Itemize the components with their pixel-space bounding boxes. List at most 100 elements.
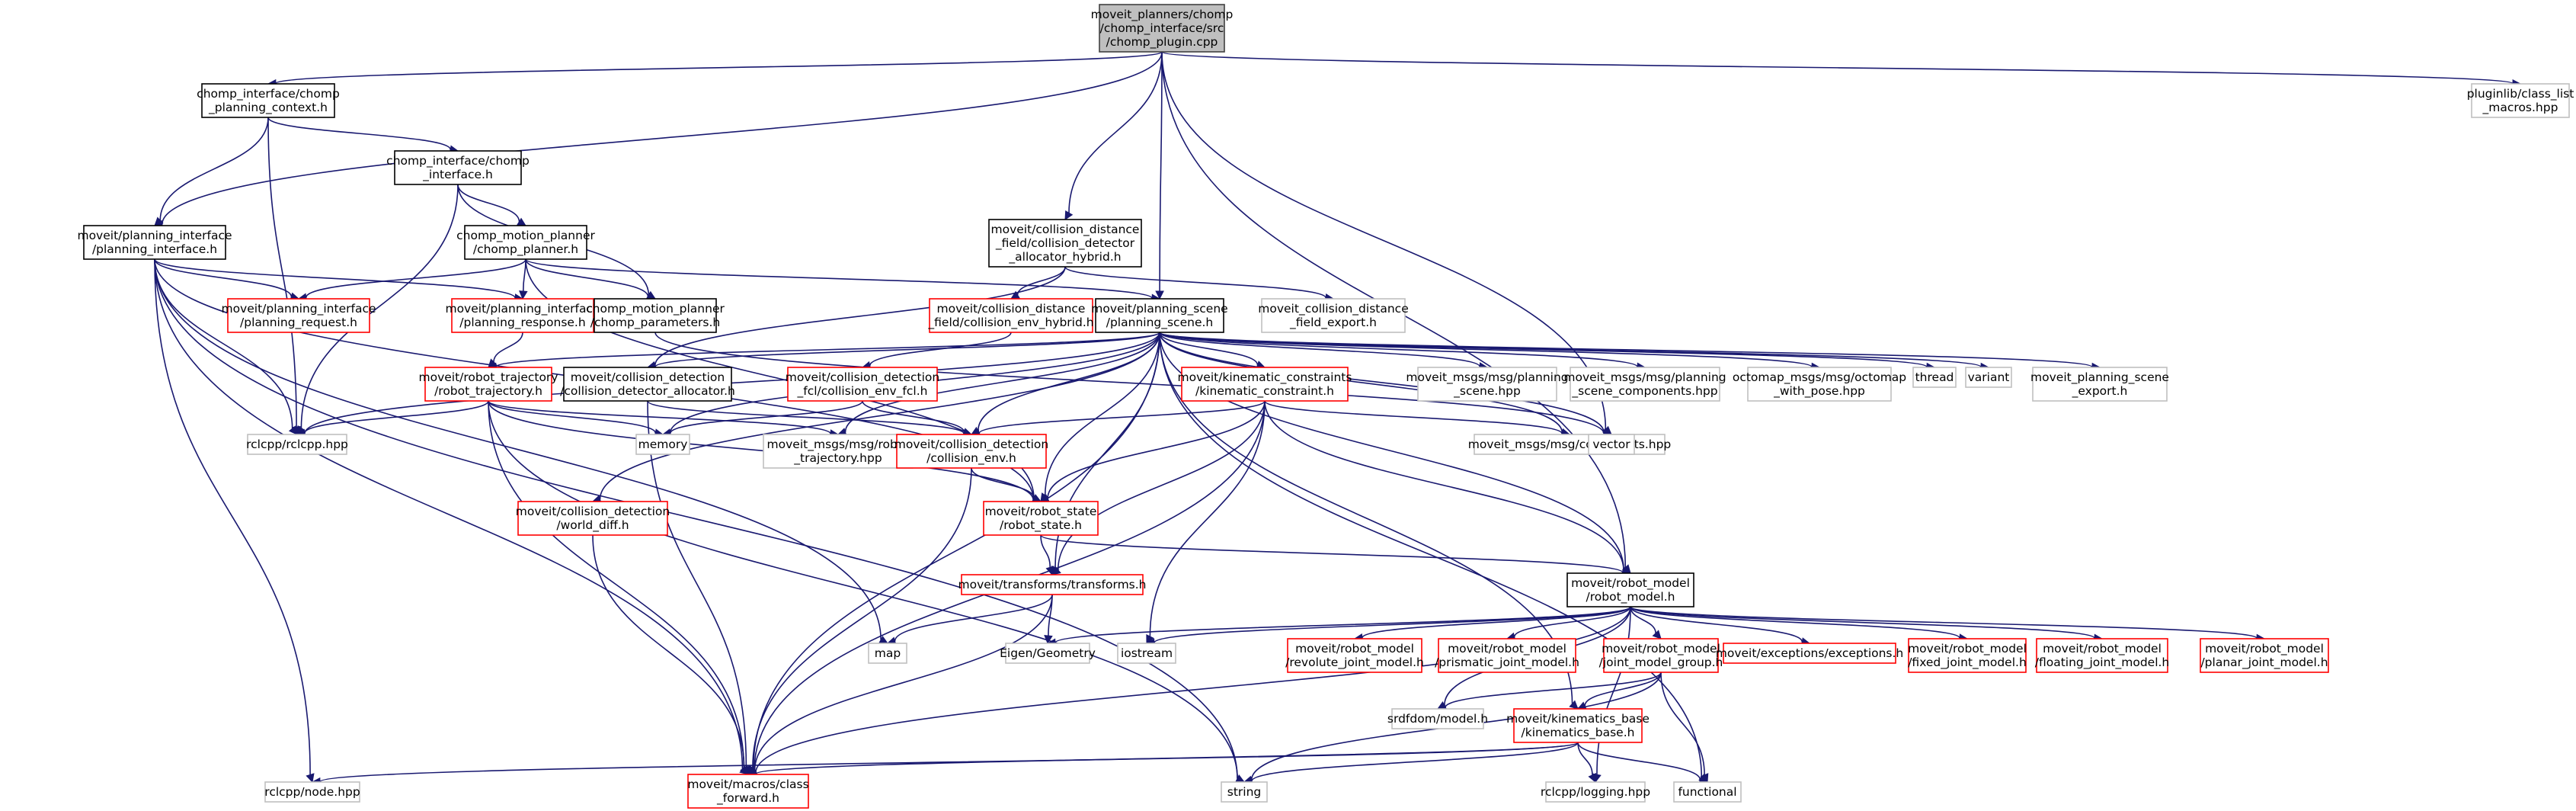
node-box [1391, 708, 1484, 729]
node-label: pluginlib/class_list [2467, 87, 2574, 101]
node-iostream: iostream [1117, 643, 1176, 664]
node-rs: moveit/robot_state/robot_state.h [983, 501, 1099, 536]
edge-arrowhead [1045, 566, 1054, 576]
node-box [763, 434, 914, 469]
edge-ce-to-rs [971, 467, 1042, 502]
node-label: rclcpp/node.hpp [264, 785, 360, 799]
node-label: vector [1592, 438, 1630, 451]
node-label: moveit/robot_model [2205, 642, 2324, 656]
node-box [201, 83, 335, 118]
edge-line [493, 332, 523, 362]
edge-line [1159, 332, 1638, 368]
node-label: /collision_detector_allocator.h [560, 384, 735, 399]
edge-line [1149, 400, 1266, 637]
node-label: /chomp_parameters.h [590, 316, 720, 330]
node-label: /kinematic_constraint.h [1195, 384, 1334, 399]
edge-line [647, 400, 965, 434]
edge-line [1630, 606, 2095, 640]
node-label: /collision_env.h [926, 451, 1016, 466]
edge-line [1630, 606, 2258, 640]
node-root: moveit_planners/chomp/chomp_interface/sr… [1091, 4, 1234, 53]
edge-ps-to-rs [1040, 332, 1160, 502]
node-label: /floating_joint_model.h [2035, 656, 2170, 670]
edge-line [154, 258, 516, 299]
node-box [1261, 298, 1406, 333]
node-rjm: moveit/robot_model/revolute_joint_model.… [1285, 638, 1424, 673]
edge-ce-to-mcf [747, 467, 972, 775]
edge-arrowhead [1044, 635, 1053, 645]
edge-line [275, 51, 1163, 85]
node-box [1117, 643, 1176, 664]
node-box [563, 367, 732, 402]
node-label: rclcpp/logging.hpp [1541, 785, 1650, 799]
node-label: moveit_planning_scene [2030, 370, 2169, 385]
node-box [2200, 638, 2329, 673]
node-mps: moveit_msgs/msg/planning_scene.hpp [1406, 367, 1569, 402]
edge-line [154, 258, 882, 640]
node-label: moveit/transforms/transforms.h [958, 578, 1147, 591]
node-box [1095, 298, 1224, 333]
edge-line [154, 258, 311, 775]
edge-rm-to-pljm [1630, 606, 2266, 643]
edge-line [1154, 606, 1631, 643]
node-layer: moveit_planners/chomp/chomp_interface/sr… [77, 4, 2574, 809]
node-eigen: Eigen/Geometry [1000, 643, 1096, 664]
node-box [83, 225, 226, 260]
node-box [1588, 434, 1635, 455]
node-box [517, 501, 668, 536]
node-ctx: chomp_interface/chomp_planning_context.h [197, 83, 340, 118]
edge-line [1044, 332, 1160, 495]
node-cdah: moveit/collision_distance_field/collisio… [988, 219, 1142, 268]
edge-cdah-to-cehyb [1010, 266, 1066, 300]
node-label: iostream [1121, 646, 1173, 660]
edge-line [1047, 400, 1266, 498]
edge-line [1513, 606, 1631, 637]
edge-pi-to-rclcpp [154, 258, 298, 435]
node-pljm: moveit/robot_model/planar_joint_model.h [2200, 638, 2329, 673]
node-box [961, 574, 1144, 595]
edge-line [752, 467, 972, 768]
node-kc: moveit/kinematic_constraints/kinematic_c… [1178, 367, 1352, 402]
node-label: _field/collision_detector [995, 236, 1135, 251]
edge-line [670, 400, 863, 434]
node-label: _trajectory.hpp [793, 451, 882, 466]
node-label: moveit_planners/chomp [1091, 8, 1234, 22]
edge-kc-to-tf [1051, 400, 1266, 575]
edge-line [1577, 742, 1701, 781]
node-label: chomp_interface/chomp [386, 154, 530, 168]
node-label: _with_pose.hpp [1773, 384, 1865, 399]
node-box [1908, 638, 2027, 673]
edge-cdah-to-cdfexp [1064, 266, 1335, 303]
node-label: moveit/planning_interface [445, 302, 600, 316]
edge-arrowhead [1051, 566, 1061, 575]
edge-line [1362, 606, 1631, 639]
edge-arrowhead [1569, 700, 1579, 710]
node-label: map [875, 646, 901, 660]
edge-line [1630, 606, 1960, 639]
node-fljm: moveit/robot_model/floating_joint_model.… [2035, 638, 2170, 673]
node-label: moveit_msgs/msg/robot [767, 438, 910, 452]
edge-line [647, 400, 747, 768]
node-label: _export.h [2072, 384, 2128, 399]
edge-line [1159, 332, 2093, 368]
node-label: moveit/collision_detection [516, 505, 670, 519]
edge-kc-to-ce [970, 400, 1266, 438]
node-presp: moveit/planning_interface/planning_respo… [445, 298, 600, 333]
edge-line [1159, 332, 1982, 368]
edge-jmg-to-srdf [1436, 672, 1662, 713]
edge-wd-to-mcf [592, 534, 749, 775]
edge-line [1159, 332, 1703, 777]
node-box [1747, 367, 1892, 402]
edge-line [1445, 672, 1662, 708]
node-pjm: moveit/robot_model/prismatic_joint_model… [1435, 638, 1579, 673]
node-pluginlib: pluginlib/class_list_macros.hpp [2467, 83, 2574, 118]
edge-arrowhead [1588, 773, 1597, 784]
edge-root-to-ps [1155, 51, 1164, 300]
edge-rtraj-to-memory [488, 400, 664, 438]
node-mcons: moveit_msgs/msg/constraints.hpp [1468, 434, 1671, 455]
node-exc: moveit/exceptions/exceptions.h [1716, 643, 1903, 664]
node-box [2471, 83, 2570, 118]
edge-root-to-pi [153, 51, 1163, 229]
node-vector: vector [1588, 434, 1635, 455]
edge-arrowhead [1064, 210, 1074, 220]
